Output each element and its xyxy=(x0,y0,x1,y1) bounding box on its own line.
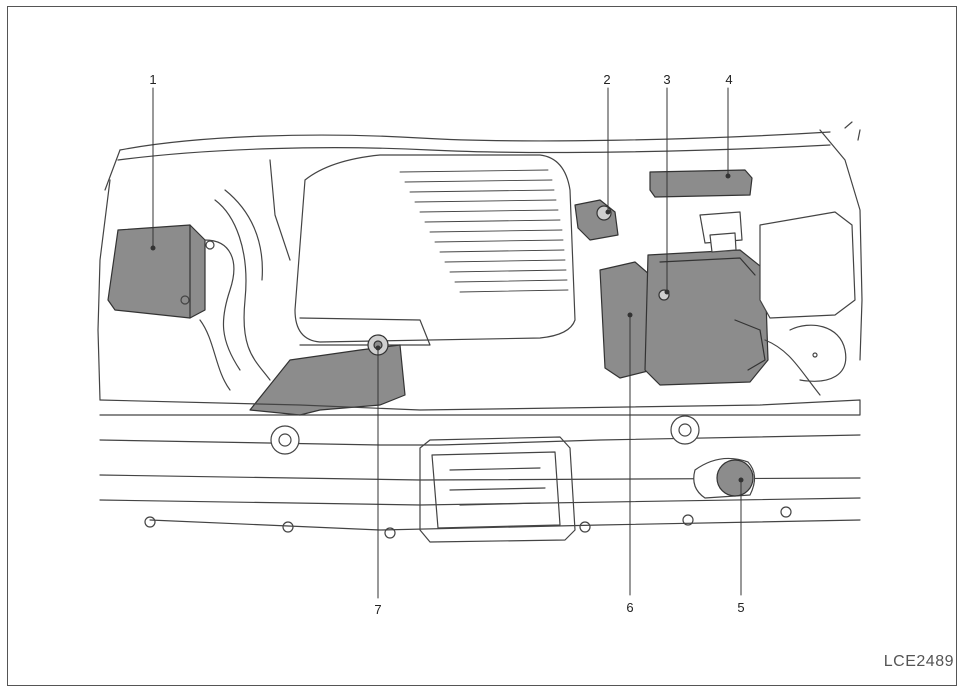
callout-4: 4 xyxy=(725,72,733,87)
fuse-box-left xyxy=(107,224,215,319)
hoses-left xyxy=(199,159,291,391)
reservoir-tank xyxy=(249,334,406,416)
leader-lines xyxy=(152,87,742,599)
battery xyxy=(644,249,769,386)
figure-code: LCE2489 xyxy=(883,653,954,670)
engine-cover xyxy=(294,154,576,346)
leader-dots xyxy=(150,173,744,483)
fuse-box-vertical xyxy=(599,261,653,379)
hood-outline xyxy=(97,121,863,401)
brake-fluid-reservoir xyxy=(574,199,619,241)
component-bar xyxy=(649,169,753,198)
callout-3: 3 xyxy=(663,72,671,87)
callout-5: 5 xyxy=(737,600,745,615)
relay-box-right xyxy=(699,211,856,319)
hood-latch-area xyxy=(419,436,576,543)
callout-6: 6 xyxy=(626,600,634,615)
coolant-reservoir-cap xyxy=(693,457,756,499)
callout-7: 7 xyxy=(374,602,382,617)
callout-1: 1 xyxy=(149,72,157,87)
callout-2: 2 xyxy=(603,72,611,87)
washer-lines-right xyxy=(764,324,847,396)
